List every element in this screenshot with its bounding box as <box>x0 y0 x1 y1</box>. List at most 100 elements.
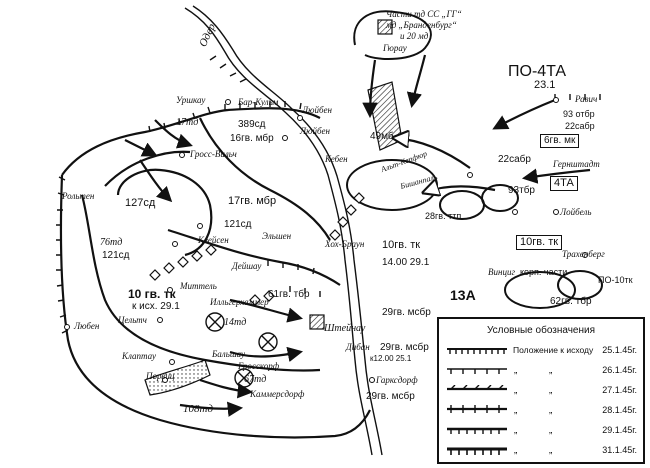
map-legend: Условные обозначения Положение к исходу … <box>437 317 645 464</box>
legend-ditto: „ <box>549 405 553 416</box>
legend-line-symbol <box>447 405 507 413</box>
legend-ditto: „ <box>549 425 553 436</box>
unit-label: 127сд <box>125 197 156 209</box>
place-label: Любен <box>74 321 100 331</box>
unit-symbols <box>205 312 278 388</box>
unit-label: 76тд <box>100 237 123 248</box>
place-label: Порвиц <box>146 371 175 381</box>
unit-label: 121сд <box>224 219 252 230</box>
legend-ditto: „ <box>514 405 518 416</box>
unit-label: корп. части <box>520 267 568 277</box>
place-label: Каммерсдорф <box>250 389 305 399</box>
unit-label: к12.00 25.1 <box>370 354 412 363</box>
legend-row: „ „ 28.1.45г. <box>439 401 643 421</box>
unit-label: ПО-10тк <box>598 275 633 285</box>
legend-ditto: „ <box>549 365 553 376</box>
unit-label: 16гв. мбр <box>230 133 274 144</box>
place-label: Дибан <box>346 342 370 352</box>
place-label: Штейнау <box>324 323 366 334</box>
place-label: Винциг <box>488 267 515 277</box>
place-label: Гросскорф <box>238 361 280 371</box>
unit-box: 4ТА <box>550 176 578 191</box>
unit-label: 62гв. тбр <box>550 296 592 307</box>
unit-label: 10гв. тк <box>382 239 421 251</box>
unit-label: к исх. 29.1 <box>132 301 180 312</box>
oder-river <box>184 5 383 456</box>
legend-line-symbol <box>447 368 507 374</box>
place-label: Гюрау <box>383 43 407 53</box>
map-title-date: 23.1 <box>534 79 556 91</box>
front-ticks <box>56 55 601 334</box>
legend-row: „ „ 31.1.45г. <box>439 441 643 461</box>
legend-row: Положение к исходу 25.1.45г. <box>439 341 643 361</box>
place-label: Эльшен <box>262 231 292 241</box>
army-label: 13А <box>450 287 476 303</box>
legend-ditto: „ <box>514 385 518 396</box>
legend-ditto: „ <box>549 385 553 396</box>
unit-label: 28гв. ттп <box>425 211 462 221</box>
unit-label: и 20 мд <box>400 31 429 41</box>
place-label: Кебен <box>325 154 348 164</box>
place-label: Хох-Браун <box>325 239 365 249</box>
unit-label: мд „Бранденбург“ <box>386 20 457 30</box>
place-label: Люйбен <box>302 105 332 115</box>
unit-label: 121сд <box>102 250 130 261</box>
place-label: Бальшау <box>212 349 245 359</box>
legend-ditto: „ <box>549 445 553 456</box>
place-label: Клаптау <box>122 351 156 361</box>
unit-label: 17гв. мбр <box>228 195 277 207</box>
legend-row: „ „ 26.1.45г. <box>439 361 643 381</box>
place-label: Гернштадт <box>553 159 600 169</box>
place-label: Дейшау <box>232 261 262 271</box>
place-label: Трахенберг <box>562 249 605 259</box>
legend-row-date: 26.1.45г. <box>602 365 637 375</box>
tank-columns <box>149 192 365 306</box>
unit-label: 49мб <box>370 131 394 142</box>
unit-label: 67тд <box>244 374 267 385</box>
legend-row-text: Положение к исходу <box>513 345 594 355</box>
unit-label: 22сабр <box>498 154 531 165</box>
legend-line-symbol <box>447 348 507 354</box>
unit-label: 29гв. мсбр <box>382 307 431 318</box>
settlements <box>64 97 588 383</box>
unit-label: 14тд <box>224 317 247 328</box>
legend-row: „ „ 27.1.45г. <box>439 381 643 401</box>
legend-ditto: „ <box>514 365 518 376</box>
map-title: ПО-4ТА <box>508 63 567 80</box>
legend-row-date: 25.1.45г. <box>602 345 637 355</box>
place-label: Равич <box>575 94 598 104</box>
legend-row: „ „ 29.1.45г. <box>439 421 643 441</box>
unit-label: 93 отбр <box>563 109 595 119</box>
legend-row-date: 28.1.45г. <box>602 405 637 415</box>
attack-arrows <box>124 54 591 417</box>
unit-label: 29гв. мсбр <box>380 342 429 353</box>
place-label: Уршкау <box>176 95 206 105</box>
unit-label: 10 гв. тк <box>128 287 176 301</box>
unit-label: 61гв. тбр <box>268 289 310 300</box>
unit-label: 29гв. мсбр <box>366 391 415 402</box>
place-label: Рольтен <box>62 191 95 201</box>
legend-row-date: 31.1.45г. <box>602 445 637 455</box>
place-label: Гросс-Вильч <box>190 149 237 159</box>
legend-row-date: 27.1.45г. <box>602 385 637 395</box>
unit-label: 93тбр <box>508 185 535 196</box>
place-label: Люйбен <box>300 126 330 136</box>
place-label: Лойбель <box>560 207 592 217</box>
unit-label: Части тд СС „ГГ“ <box>386 9 462 19</box>
place-label: Гарксдорф <box>376 375 418 385</box>
unit-label: 22сабр <box>565 121 595 131</box>
unit-box: 10гв. тк <box>516 235 563 250</box>
legend-row-date: 29.1.45г. <box>602 425 637 435</box>
place-label: Илльгерхаммер <box>210 297 269 307</box>
place-label: Цельтч <box>118 315 147 325</box>
unit-label: 14.00 29.1 <box>382 257 430 268</box>
place-label: Квейсен <box>198 235 229 245</box>
unit-label: 108тд <box>183 403 214 415</box>
legend-ditto: „ <box>514 445 518 456</box>
legend-title: Условные обозначения <box>486 325 596 336</box>
unit-label: 17тд <box>176 117 199 128</box>
unit-box: 6гв. мк <box>540 134 580 148</box>
legend-line-symbol <box>447 427 507 434</box>
unit-label: 389сд <box>238 119 266 130</box>
place-label: Миттель <box>180 281 217 291</box>
